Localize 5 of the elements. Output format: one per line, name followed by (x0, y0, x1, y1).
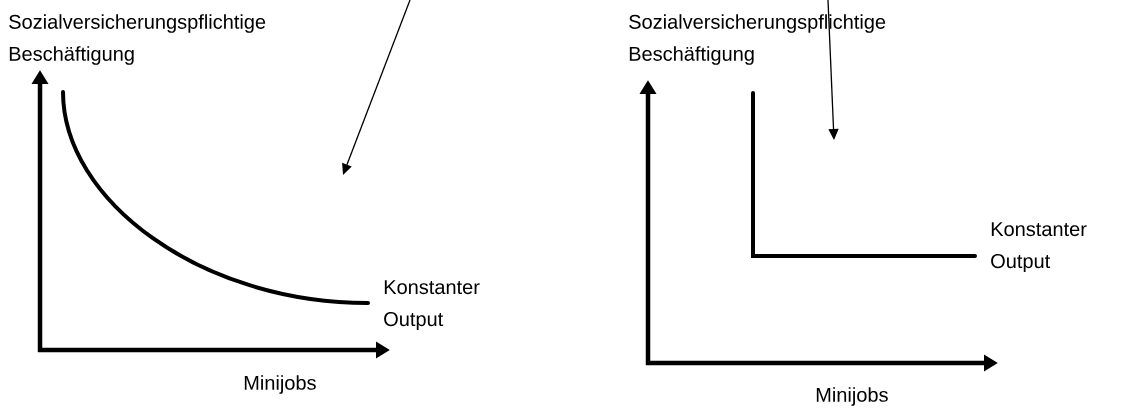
curve-label: Konstanter Output (991, 222, 1087, 273)
axis-label: Minijobs (244, 375, 316, 394)
curve-label: Konstanter Output (384, 280, 480, 331)
axis-label: Sozialversicherungspflichtige Beschäftigung (9, 14, 266, 65)
axis-label: Minijobs (816, 387, 888, 406)
